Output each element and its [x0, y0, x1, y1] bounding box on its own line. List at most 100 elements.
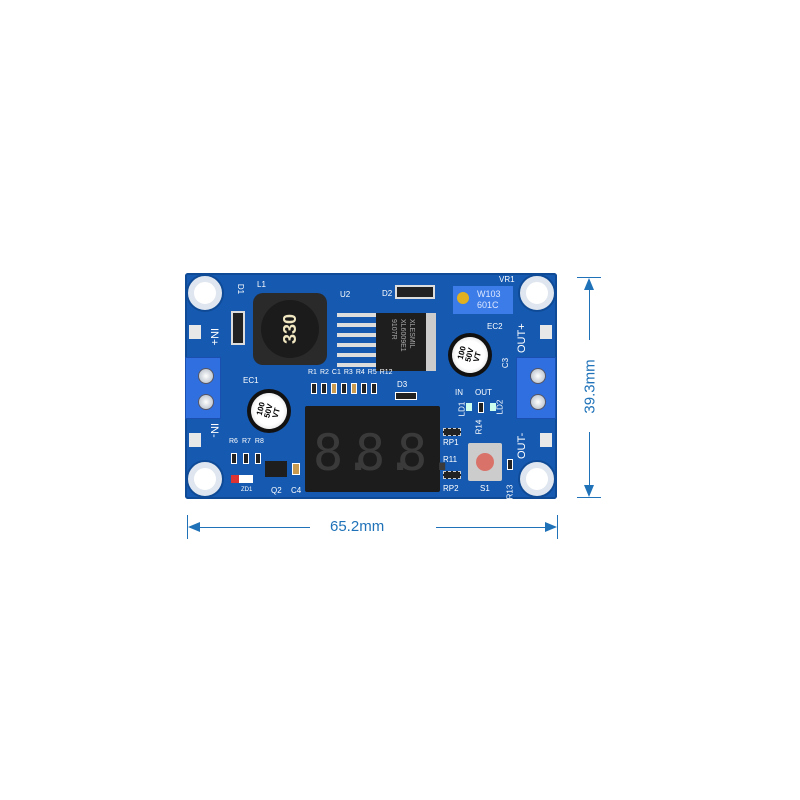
- vr1-label: VR1: [499, 275, 515, 284]
- in-plus-label: IN+: [208, 328, 220, 346]
- r4-label: R4: [355, 369, 365, 376]
- r8-label: R8: [254, 438, 264, 445]
- out-plus-label: OUT+: [516, 323, 528, 353]
- d3-label: D3: [397, 380, 408, 389]
- in-led-label: IN: [455, 388, 463, 397]
- c3-label: C3: [501, 357, 511, 369]
- u2-label: U2: [340, 290, 351, 299]
- trimpot-marking: W103: [477, 289, 501, 299]
- mounting-hole: [520, 276, 554, 310]
- mounting-hole: [188, 462, 222, 496]
- screw-icon: [198, 368, 214, 384]
- r5-label: R5: [367, 369, 377, 376]
- arrow-left-icon: [188, 522, 200, 532]
- pad: [189, 325, 201, 339]
- r1-label: R1: [308, 369, 317, 376]
- led-out: [490, 403, 496, 411]
- r11-label: R11: [443, 455, 458, 464]
- trimpot-marking: 601C: [477, 300, 499, 310]
- width-dimension-label: 65.2mm: [330, 518, 385, 535]
- arrow-right-icon: [545, 522, 557, 532]
- ec2-label: EC2: [487, 322, 503, 331]
- pad: [540, 325, 552, 339]
- display-digit: 8.: [313, 424, 374, 482]
- pad: [189, 433, 201, 447]
- q2-label: Q2: [271, 486, 282, 495]
- screw-icon: [530, 394, 546, 410]
- diode-d3: [395, 392, 417, 400]
- resistor: [478, 402, 484, 413]
- capacitor-c4: [292, 463, 300, 475]
- r7-label: R7: [241, 438, 251, 445]
- r3-label: R3: [343, 369, 353, 376]
- led-in: [466, 403, 472, 411]
- trimmer-potentiometer[interactable]: W103 601C: [453, 286, 513, 314]
- resistor: [255, 453, 261, 464]
- out-minus-label: OUT-: [516, 432, 528, 459]
- arrow-down-icon: [584, 485, 594, 497]
- ic-marking-line: XLESMIL: [408, 319, 415, 349]
- dimension-tick: [187, 515, 188, 539]
- screw-icon: [198, 394, 214, 410]
- r2-label: R2: [319, 369, 329, 376]
- resistor: [341, 383, 347, 394]
- mounting-hole: [520, 462, 554, 496]
- r12-label: R12: [379, 369, 393, 376]
- display-digit: 8.: [397, 424, 458, 482]
- ic-pins: [337, 313, 377, 373]
- ic-xl6009: XLESMIL XL6009E1 9107R: [376, 313, 436, 371]
- inductor-l1: 330: [253, 293, 327, 365]
- resistor: [243, 453, 249, 464]
- ld2-label: LD2: [495, 399, 505, 415]
- adjust-screw-icon[interactable]: [457, 292, 469, 304]
- transistor-q2: [265, 461, 287, 477]
- r6-label: R6: [229, 438, 238, 445]
- width-dimension-line: [436, 527, 554, 528]
- capacitor: [331, 383, 337, 394]
- rp1-label: RP1: [443, 438, 459, 447]
- pad: [540, 433, 552, 447]
- resistor: [361, 383, 367, 394]
- resistor-pack-rp2: [443, 471, 461, 479]
- resistor: [371, 383, 377, 394]
- dc-dc-converter-board: IN+ IN- OUT+ OUT- D1 L1 330 U2 XLESMIL X…: [185, 273, 557, 499]
- arrow-up-icon: [584, 278, 594, 290]
- resistor: [507, 459, 513, 470]
- resistor: [321, 383, 327, 394]
- dimension-tick: [557, 515, 558, 539]
- ic-marking-line: XL6009E1: [399, 319, 406, 352]
- out-led-label: OUT: [475, 388, 492, 397]
- inductor-marking: 330: [261, 300, 319, 358]
- height-dimension-line: [589, 280, 590, 340]
- r14-label: R14: [474, 419, 484, 435]
- resistor-pack-rp1: [443, 428, 461, 436]
- zd1-label: ZD1: [241, 487, 253, 493]
- r13-label: R13: [505, 484, 515, 500]
- dimension-tick: [577, 277, 601, 278]
- d2-label: D2: [382, 289, 393, 298]
- dimension-tick: [577, 497, 601, 498]
- input-terminal-block: [185, 357, 221, 419]
- l1-label: L1: [257, 280, 266, 289]
- ic-marking-line: 9107R: [390, 319, 397, 340]
- height-dimension-label: 39.3mm: [581, 359, 599, 414]
- output-terminal-block: [516, 357, 556, 419]
- d1-label: D1: [236, 283, 246, 295]
- height-dimension-line: [589, 432, 590, 494]
- display-digit: 8.: [355, 424, 416, 482]
- zener-diode-zd1: [231, 475, 253, 483]
- ec1-label: EC1: [243, 376, 259, 385]
- rp2-label: RP2: [443, 484, 459, 493]
- resistor: [351, 383, 357, 394]
- diode-d2: [395, 285, 435, 299]
- push-button-s1[interactable]: [468, 443, 502, 481]
- resistor: [311, 383, 317, 394]
- mounting-hole: [188, 276, 222, 310]
- screw-icon: [530, 368, 546, 384]
- width-dimension-line: [190, 527, 310, 528]
- diode-d1: [231, 311, 245, 345]
- in-minus-label: IN-: [208, 423, 220, 438]
- seven-segment-display: 8. 8. 8.: [305, 406, 457, 492]
